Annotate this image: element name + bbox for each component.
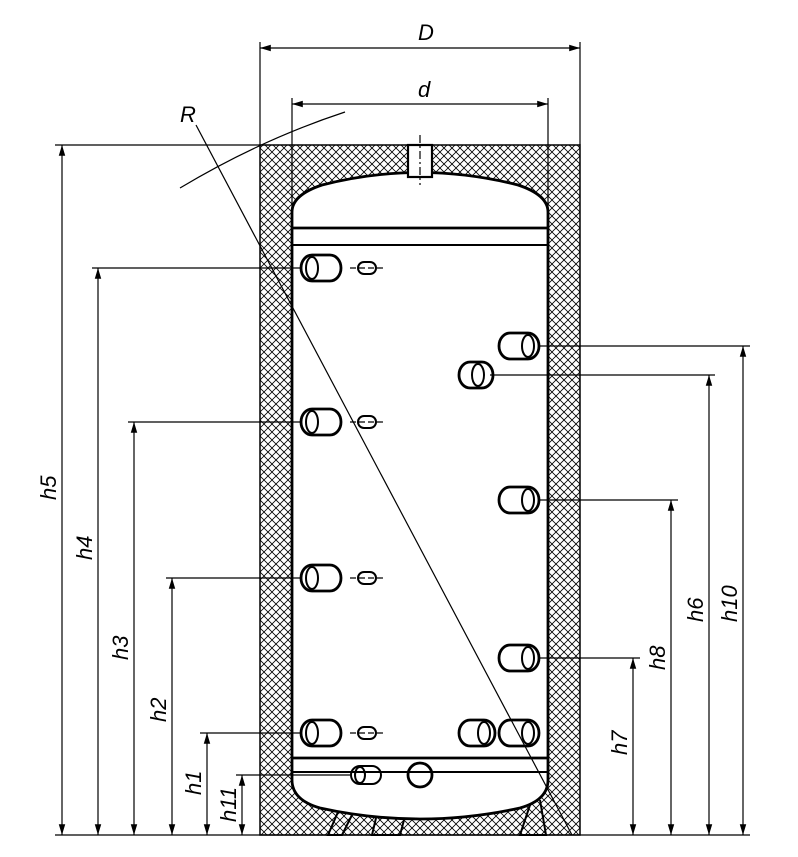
label-h10: h10	[717, 585, 742, 622]
label-D: D	[418, 20, 434, 45]
right-port-2	[457, 360, 495, 390]
label-h2: h2	[146, 698, 171, 722]
right-port-3	[497, 485, 541, 515]
label-h11: h11	[216, 787, 241, 822]
label-h7: h7	[607, 730, 632, 755]
label-h4: h4	[72, 536, 97, 560]
label-d: d	[418, 77, 431, 102]
right-port-1	[497, 331, 541, 361]
right-height-dimensions	[490, 345, 750, 835]
label-h3: h3	[108, 635, 133, 660]
tank-vessel	[290, 171, 550, 821]
left-port-3	[299, 563, 384, 593]
label-h1: h1	[181, 771, 206, 795]
label-R: R	[180, 102, 196, 127]
radius-indicator	[179, 111, 573, 836]
bottom-connections	[350, 718, 497, 789]
width-dimensions	[259, 42, 581, 230]
right-port-4	[497, 643, 541, 673]
label-h8: h8	[645, 645, 670, 670]
right-port-5	[497, 718, 541, 748]
left-port-1	[299, 253, 384, 283]
insulation-jacket	[259, 144, 581, 836]
label-h5: h5	[36, 475, 61, 500]
right-connections	[457, 331, 541, 748]
left-height-dimensions	[55, 144, 350, 835]
left-port-2	[299, 407, 384, 437]
top-nozzle	[406, 135, 434, 185]
left-connections	[299, 253, 384, 748]
label-h6: h6	[683, 597, 708, 622]
left-port-4	[299, 718, 384, 748]
